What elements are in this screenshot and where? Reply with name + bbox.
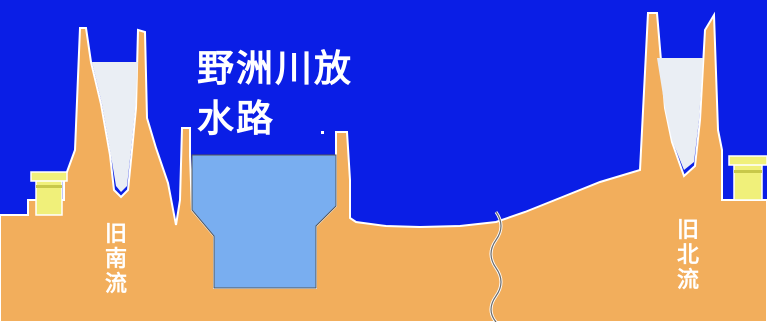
floodway-water bbox=[191, 154, 337, 289]
label-old-north: 旧北流 bbox=[676, 218, 699, 293]
title-line-2: 水路 bbox=[197, 97, 275, 140]
right-building bbox=[728, 155, 767, 201]
old-north-channel bbox=[657, 58, 703, 170]
label-old-south: 旧南流 bbox=[104, 222, 127, 297]
title-line-1: 野洲川放 bbox=[197, 47, 353, 90]
left-building bbox=[30, 171, 68, 216]
section-break-mark-inner bbox=[490, 211, 502, 322]
old-south-channel bbox=[92, 62, 138, 192]
white-speck bbox=[321, 131, 324, 134]
